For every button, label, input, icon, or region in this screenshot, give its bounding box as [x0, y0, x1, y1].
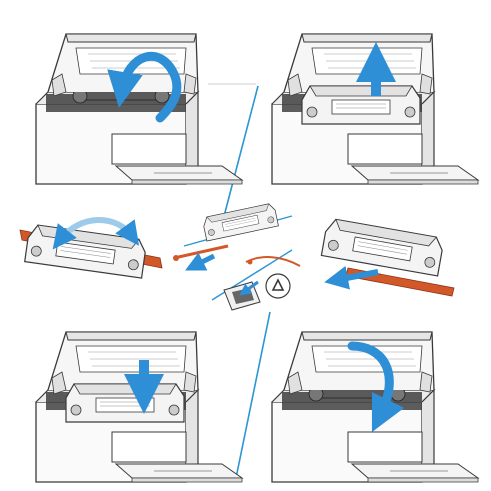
toner-cartridge-small [201, 202, 279, 242]
arrow-into-box-icon [239, 280, 259, 296]
removed-tape-tab [247, 259, 253, 265]
step-close-scanner-lid [271, 331, 479, 483]
toner-cartridge [65, 383, 185, 423]
tape-tab [173, 255, 179, 261]
step-pull-sealing-tape [173, 202, 279, 271]
step-pull-tape-right [320, 217, 455, 297]
step-remove-old-cartridge [271, 33, 479, 185]
rotate-arrow-icon [52, 217, 140, 250]
arrow-left-icon [324, 265, 379, 290]
divider-top [221, 85, 259, 225]
curved-arrow-icon [107, 51, 182, 123]
divider-bottom [235, 311, 271, 479]
arrow-left-icon [185, 252, 216, 271]
step-open-scanner-lid [35, 33, 243, 185]
step-insert-new-cartridge [35, 331, 243, 483]
toner-cartridge [320, 217, 445, 277]
step-recycle-packaging [223, 256, 301, 311]
toner-cartridge [301, 85, 421, 125]
recycle-icon [265, 273, 291, 299]
step-rotate-new-cartridge [19, 217, 163, 279]
tape-strip [173, 244, 229, 260]
curved-arrow-down-icon [347, 341, 405, 433]
